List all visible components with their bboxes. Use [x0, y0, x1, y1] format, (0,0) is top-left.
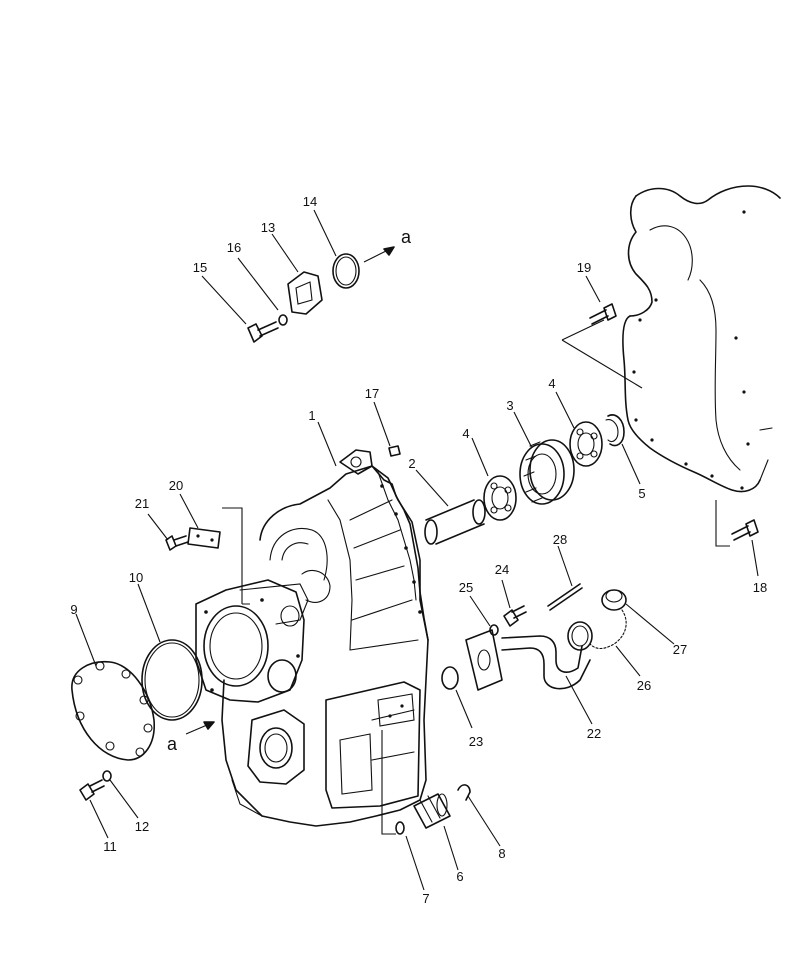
callout-24: 24: [495, 562, 509, 577]
flywheel-housing: [561, 185, 781, 493]
snap-ring-5: [605, 414, 625, 447]
callout-9: 9: [70, 602, 77, 617]
callout-12: 12: [135, 819, 149, 834]
o-ring-10: [141, 639, 203, 721]
cover-13: [287, 271, 323, 315]
callout-4-right: 4: [548, 376, 555, 391]
callout-6: 6: [456, 869, 463, 884]
callout-5: 5: [638, 486, 645, 501]
bolt-11: [79, 779, 105, 801]
callout-10: 10: [129, 570, 143, 585]
washer-25: [489, 624, 499, 636]
o-ring-7: [395, 821, 405, 835]
callout-28: 28: [553, 532, 567, 547]
bearing-4-left: [483, 475, 517, 521]
callout-26: 26: [637, 678, 651, 693]
plug-6: [413, 793, 451, 829]
pipe-22: [465, 621, 593, 691]
callout-1: 1: [308, 408, 315, 423]
plate-20: [187, 527, 221, 549]
chain-26: [589, 609, 627, 650]
callout-25: 25: [459, 580, 473, 595]
cover-9: [71, 661, 155, 761]
callout-14: 14: [303, 194, 317, 209]
callout-19: 19: [577, 260, 591, 275]
shaft-2: [424, 499, 486, 545]
callout-21: 21: [135, 496, 149, 511]
callout-16: 16: [227, 240, 241, 255]
pin-17: [388, 445, 401, 457]
callout-15: 15: [193, 260, 207, 275]
callout-3: 3: [506, 398, 513, 413]
transmission-case: [195, 449, 429, 827]
ref-a-left: a: [167, 734, 178, 754]
reference-marks: a a: [167, 227, 412, 754]
callout-7: 7: [422, 891, 429, 906]
callout-23: 23: [469, 734, 483, 749]
pin-28: [547, 583, 583, 611]
arrow-to-a-top: [363, 246, 395, 263]
bolt-21: [165, 535, 189, 551]
callout-27: 27: [673, 642, 687, 657]
bolt-15: [247, 321, 279, 343]
callout-22: 22: [587, 726, 601, 741]
callout-8: 8: [498, 846, 505, 861]
callout-4-left: 4: [462, 426, 469, 441]
cap-27: [601, 589, 627, 611]
arrow-to-a-left: [185, 721, 215, 735]
clip-8: [457, 784, 471, 801]
callout-20: 20: [169, 478, 183, 493]
ref-a-top: a: [401, 227, 412, 247]
leader-lines: [75, 209, 759, 891]
bolt-19: [589, 303, 617, 325]
gear-3: [519, 439, 575, 505]
callout-18: 18: [753, 580, 767, 595]
o-ring-14: [332, 253, 360, 289]
bearing-4-right: [569, 421, 603, 467]
callout-11: 11: [103, 839, 117, 854]
callout-labels: 1 2 3 4 4 5 6 7 8 9 10 11 12 13 14 15 16…: [70, 194, 767, 906]
o-ring-23: [441, 666, 459, 690]
washer-16: [278, 314, 288, 326]
bolt-24: [503, 605, 527, 627]
bolt-18: [731, 519, 759, 541]
callout-2: 2: [408, 456, 415, 471]
callout-13: 13: [261, 220, 275, 235]
callout-17: 17: [365, 386, 379, 401]
washer-12: [102, 770, 112, 782]
